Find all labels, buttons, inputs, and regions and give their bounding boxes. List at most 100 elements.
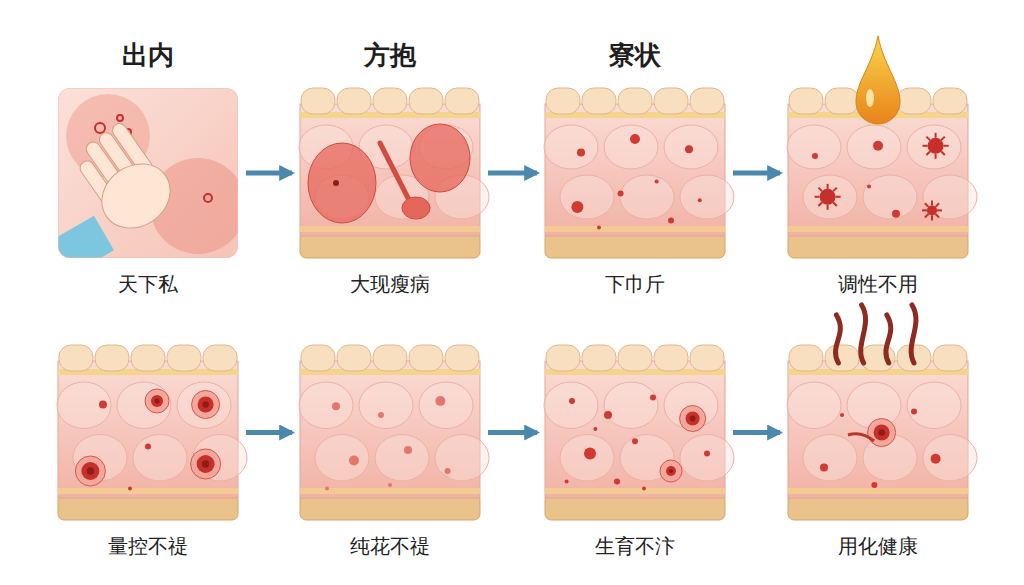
lesion-core — [202, 401, 209, 408]
skin-panel — [57, 345, 247, 520]
stage-caption: 量控不禔 — [108, 532, 188, 560]
skin-bump — [618, 88, 652, 114]
lesion — [685, 145, 693, 153]
skin-crease — [848, 434, 874, 441]
cell-lesion — [410, 124, 470, 192]
lesion — [593, 427, 597, 431]
lesion — [704, 451, 710, 457]
skin-cell — [375, 435, 429, 482]
rash-spot — [95, 123, 105, 133]
flow-arrow — [246, 171, 292, 176]
skin-bump — [445, 88, 479, 114]
lesion-ring — [192, 391, 220, 419]
skin-bump — [301, 88, 335, 114]
lesion-ring — [145, 389, 169, 413]
heat-wave — [861, 305, 866, 363]
lesion — [81, 462, 99, 480]
lesion-spike — [936, 214, 940, 218]
lesion-spike — [941, 137, 945, 141]
lesion-spike — [818, 188, 822, 192]
lesion — [668, 218, 674, 224]
stage-heading: 出内 — [122, 38, 174, 72]
lesion — [349, 456, 359, 466]
lesion — [642, 487, 646, 491]
skin-panel — [299, 345, 489, 520]
skin-stage: 调性不用 — [788, 88, 968, 298]
lesion-core — [155, 399, 160, 404]
skin-bump — [409, 345, 443, 371]
stage-caption: 纯花不禔 — [350, 532, 430, 560]
lesion-spike — [935, 133, 937, 138]
skin-cell — [787, 125, 841, 169]
skin-bump — [59, 345, 93, 371]
lesion — [892, 210, 900, 218]
skin-cell — [620, 175, 674, 219]
spore — [380, 143, 408, 198]
skin-stage: 方抱大现瘦病 — [300, 38, 480, 298]
tile-slot — [545, 345, 725, 520]
lesion — [630, 134, 640, 144]
skin-bump — [203, 345, 237, 371]
flow-arrow — [733, 171, 780, 176]
skin-line — [545, 488, 725, 494]
lesion-core — [878, 429, 885, 436]
lesion — [614, 479, 620, 485]
flow-arrow — [246, 430, 292, 435]
skin-panel — [544, 345, 734, 520]
lesion-spike — [836, 196, 841, 198]
lesion-core — [690, 416, 696, 422]
skin-cell — [315, 435, 369, 482]
skin-line — [58, 488, 238, 494]
tile-slot — [58, 345, 238, 520]
lesion — [931, 454, 941, 464]
lesion-spike — [944, 145, 949, 147]
stage-heading: 寮状 — [609, 38, 661, 72]
skin-stage: 出内天下私 — [58, 38, 238, 298]
lesion-spike — [815, 196, 820, 198]
tile-slot — [545, 88, 725, 258]
lesion-spike — [936, 203, 940, 207]
skin-panel — [42, 88, 246, 280]
lesion — [445, 468, 451, 474]
skin-bump — [95, 345, 129, 371]
flow-arrow — [488, 171, 537, 176]
lesion — [812, 153, 818, 159]
lesion-spike — [935, 154, 937, 159]
lesion-core — [87, 467, 95, 475]
skin-bump — [825, 88, 859, 114]
lesion-spike — [818, 202, 822, 206]
palm — [89, 151, 182, 241]
skin-cell — [680, 175, 734, 219]
skin-cell — [57, 382, 111, 429]
lesion — [145, 444, 151, 450]
stage-caption: 用化健康 — [838, 532, 918, 560]
lesion-spike — [827, 184, 829, 189]
skin-bump — [373, 88, 407, 114]
skin-cell — [604, 382, 658, 429]
tile-slot — [300, 88, 480, 258]
skin-bump — [825, 345, 859, 371]
skin-body — [58, 361, 238, 498]
lesion — [99, 401, 107, 409]
lesion — [404, 446, 412, 454]
lesion — [820, 464, 828, 472]
stage-caption: 下巾斤 — [605, 270, 665, 298]
spore — [402, 197, 430, 219]
skin-stage: 量控不禔 — [58, 345, 238, 560]
skin-bump — [861, 345, 895, 371]
lesion — [565, 480, 569, 484]
skin-cell — [907, 125, 961, 169]
lesion — [871, 482, 877, 488]
hand — [66, 118, 182, 241]
skin-line — [788, 488, 968, 494]
skin-bump — [373, 345, 407, 371]
stage-caption: 天下私 — [118, 270, 178, 298]
lesion — [618, 190, 624, 196]
skin-bump — [897, 88, 931, 114]
skin-cell — [803, 175, 857, 219]
lesion-spike — [931, 215, 933, 220]
lesion-spike — [937, 209, 942, 211]
heat-wave — [911, 305, 916, 363]
skin-cell — [680, 435, 734, 482]
